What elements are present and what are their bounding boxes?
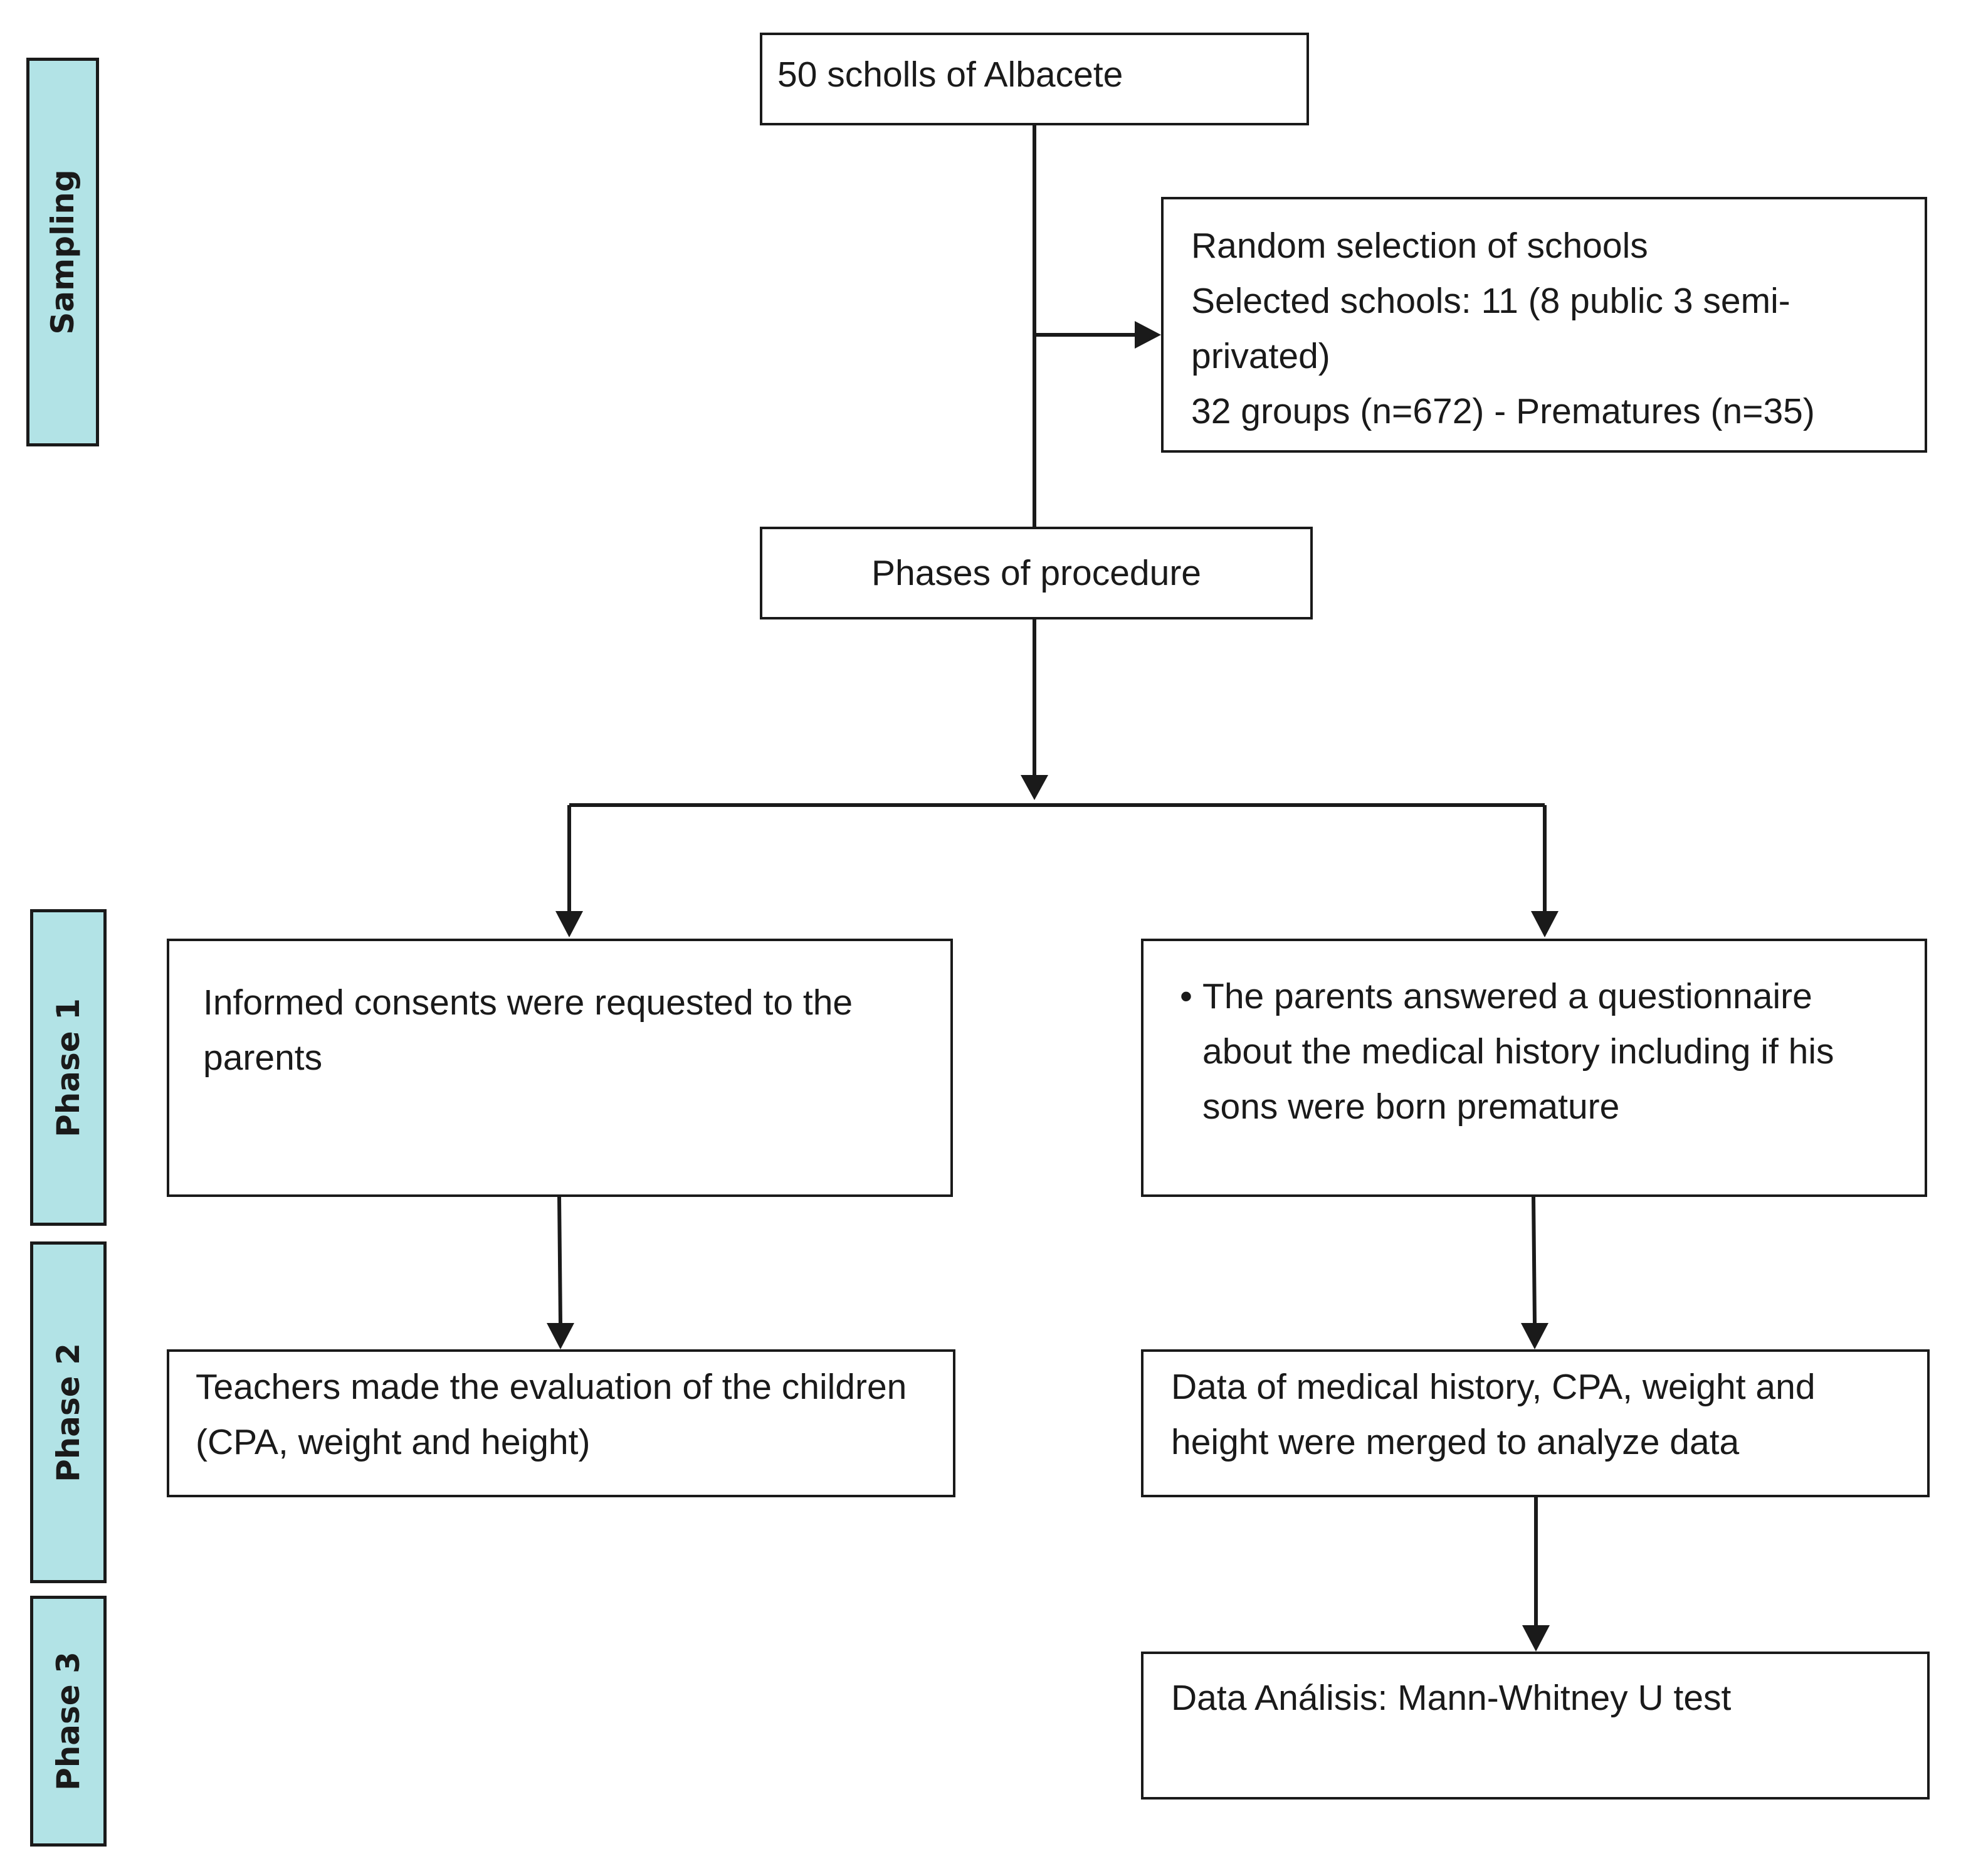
stage-label-phase2: Phase 2	[50, 1342, 87, 1482]
stage-label-phase3: Phase 3	[50, 1652, 87, 1791]
questionnaire-item: • The parents answered a questionnaire a…	[1180, 969, 1925, 1134]
random-selection-line: Random selection of schools	[1191, 226, 1648, 266]
arrowhead-merge	[1521, 1323, 1548, 1349]
stage-tab-phase1: Phase 1	[30, 909, 107, 1226]
stage-tab-sampling: Sampling	[26, 58, 99, 446]
teachers-box: Teachers made the evaluation of the chil…	[167, 1349, 955, 1497]
random-selection-box: Random selection of schools Selected sch…	[1161, 197, 1927, 453]
merge-box: Data of medical history, CPA, weight and…	[1141, 1349, 1930, 1497]
merge-line: Data of medical history, CPA, weight and	[1171, 1367, 1816, 1407]
arrowhead-phases-split	[1021, 775, 1048, 800]
phases-box: Phases of procedure	[760, 527, 1313, 619]
connector-consents-to-teachers	[557, 1195, 562, 1324]
questionnaire-line-1: The parents answered a questionnaire	[1202, 976, 1812, 1016]
consents-line: Informed consents were requested to the	[203, 983, 853, 1023]
connector-questionnaire-to-merge	[1532, 1195, 1537, 1324]
stage-label-sampling: Sampling	[45, 169, 81, 335]
consents-line-cont: parents	[203, 1038, 323, 1078]
stage-tab-phase3: Phase 3	[30, 1596, 107, 1847]
merge-line-cont: height were merged to analyze data	[1171, 1422, 1740, 1462]
selected-schools-line: Selected schools: 11 (8 public 3 semi-	[1191, 281, 1790, 321]
schools-text: 50 scholls of Albacete	[777, 55, 1123, 95]
bullet-icon: •	[1180, 976, 1192, 1016]
schools-box: 50 scholls of Albacete	[760, 33, 1309, 125]
arrowhead-left-branch	[555, 911, 583, 937]
arrowhead-teachers	[547, 1323, 574, 1349]
teachers-line: Teachers made the evaluation of the chil…	[196, 1367, 907, 1407]
arrowhead-analysis	[1522, 1625, 1550, 1652]
selected-schools-line-cont: privated)	[1191, 336, 1330, 376]
teachers-line-cont: (CPA, weight and height)	[196, 1422, 591, 1462]
stage-tab-phase2: Phase 2	[30, 1241, 107, 1583]
stage-label-phase1: Phase 1	[50, 998, 87, 1137]
groups-line: 32 groups (n=672) - Prematures (n=35)	[1191, 391, 1815, 431]
questionnaire-text: The parents answered a questionnaire abo…	[1202, 969, 1834, 1134]
phases-text: Phases of procedure	[871, 553, 1201, 593]
questionnaire-box: • The parents answered a questionnaire a…	[1141, 939, 1927, 1197]
arrowhead-selection	[1135, 321, 1161, 349]
consents-box: Informed consents were requested to the …	[167, 939, 953, 1197]
arrowhead-right-branch	[1531, 911, 1559, 937]
questionnaire-line-2: about the medical history including if h…	[1202, 1031, 1834, 1072]
analysis-text: Data Análisis: Mann-Whitney U test	[1171, 1678, 1732, 1718]
questionnaire-line-3: sons were born premature	[1202, 1087, 1620, 1127]
analysis-box: Data Análisis: Mann-Whitney U test	[1141, 1652, 1930, 1800]
